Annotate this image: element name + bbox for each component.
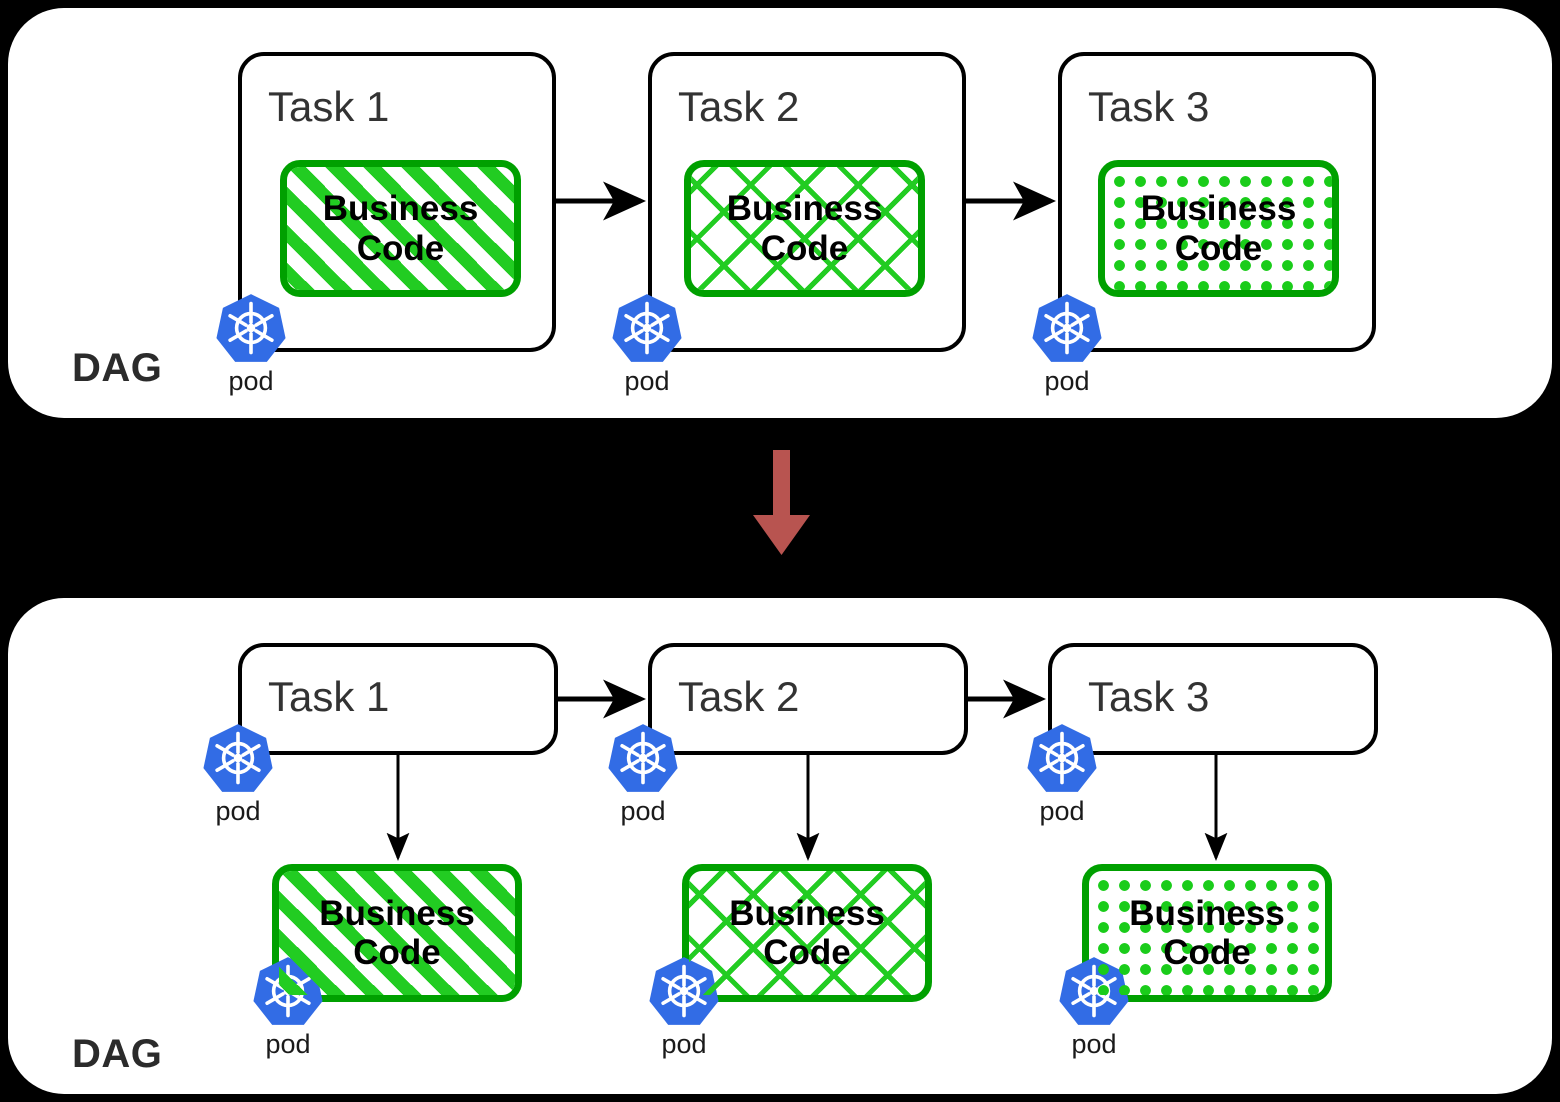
pod-group-top-2[interactable]: pod <box>611 292 683 396</box>
pod-label: pod <box>620 796 666 826</box>
pod-label: pod <box>228 366 274 396</box>
pod-group-bottom-task-3[interactable]: pod <box>1026 722 1098 826</box>
pod-group-top-1[interactable]: pod <box>215 292 287 396</box>
pod-label: pod <box>1044 366 1090 396</box>
business-code-label-top-3: Business Code <box>1140 189 1297 268</box>
pod-label: pod <box>1071 1029 1117 1059</box>
pod-group-bottom-code-3[interactable]: pod <box>1058 955 1130 1059</box>
business-code-label-top-2: Business Code <box>726 189 883 268</box>
task-box-bottom-3[interactable] <box>1048 643 1378 755</box>
pod-group-top-3[interactable]: pod <box>1031 292 1103 396</box>
task-title-bottom-1: Task 1 <box>268 673 390 720</box>
task-title-bottom-2: Task 2 <box>678 673 800 720</box>
pod-group-bottom-code-1[interactable]: pod <box>252 955 324 1059</box>
kubernetes-icon <box>1027 724 1097 792</box>
kubernetes-icon <box>649 957 719 1025</box>
business-code-box-top-1[interactable]: Business Code <box>280 160 521 297</box>
kubernetes-icon <box>216 294 286 362</box>
dag-label-bottom: DAG <box>72 1032 163 1076</box>
kubernetes-icon <box>1059 957 1129 1025</box>
kubernetes-icon <box>1032 294 1102 362</box>
pod-group-bottom-task-1[interactable]: pod <box>202 722 274 826</box>
dag-label-top: DAG <box>72 346 163 390</box>
pod-group-bottom-task-2[interactable]: pod <box>607 722 679 826</box>
task-title-top-2: Task 2 <box>678 83 800 130</box>
task-title-top-3: Task 3 <box>1088 83 1210 130</box>
pod-label: pod <box>265 1029 311 1059</box>
kubernetes-icon <box>253 957 323 1025</box>
task-title-top-1: Task 1 <box>268 83 390 130</box>
business-code-label-bottom-2: Business Code <box>729 893 885 972</box>
pod-label: pod <box>661 1029 707 1059</box>
kubernetes-icon <box>608 724 678 792</box>
pod-label: pod <box>1039 796 1085 826</box>
business-code-label-bottom-3: Business Code <box>1129 893 1285 972</box>
pod-label: pod <box>215 796 261 826</box>
task-box-bottom-1[interactable] <box>238 643 558 755</box>
business-code-label-bottom-1: Business Code <box>319 893 475 972</box>
kubernetes-icon <box>203 724 273 792</box>
pod-group-bottom-code-2[interactable]: pod <box>648 955 720 1059</box>
task-title-bottom-3: Task 3 <box>1088 673 1210 720</box>
kubernetes-icon <box>612 294 682 362</box>
business-code-box-top-3[interactable]: Business Code <box>1098 160 1339 297</box>
pod-label: pod <box>624 366 670 396</box>
task-box-bottom-2[interactable] <box>648 643 968 755</box>
business-code-label-top-1: Business Code <box>322 189 479 268</box>
business-code-box-top-2[interactable]: Business Code <box>684 160 925 297</box>
